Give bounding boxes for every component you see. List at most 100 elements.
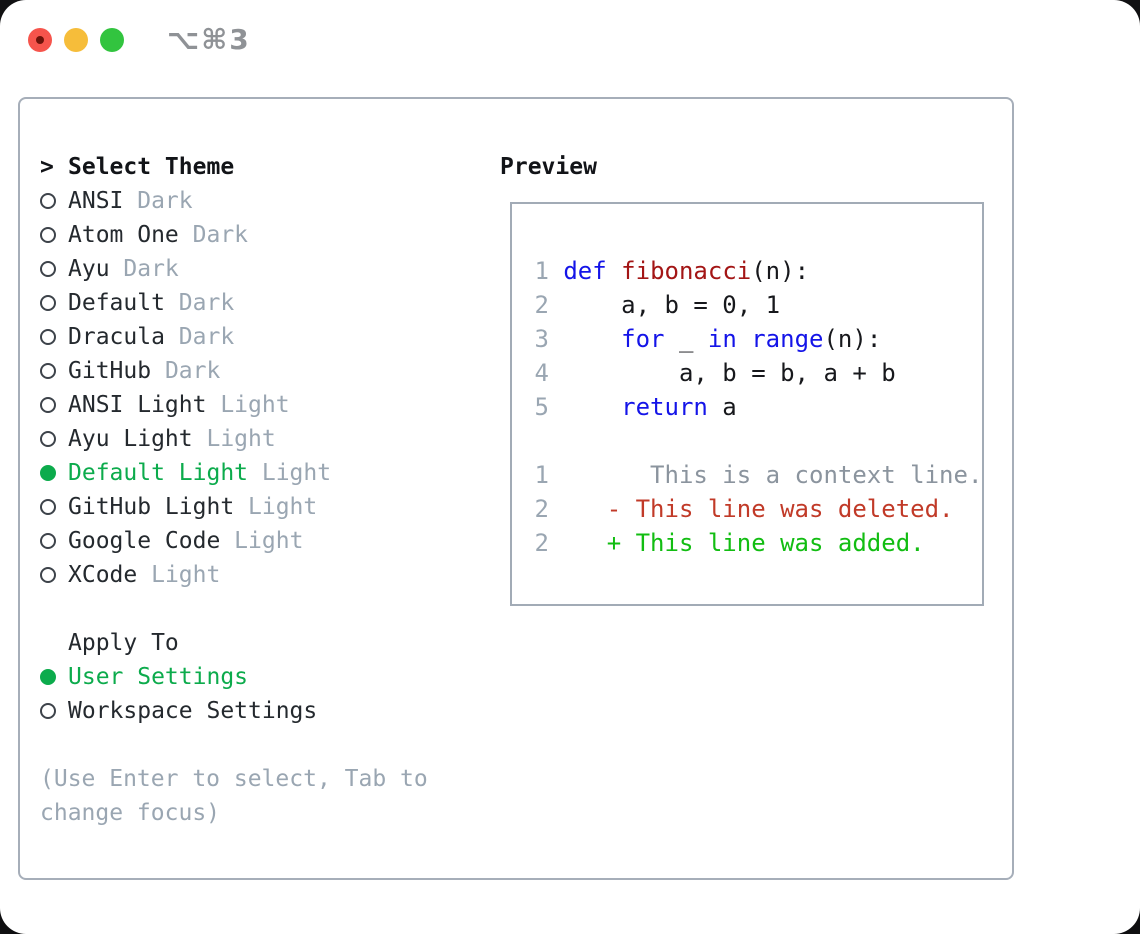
theme-variant: Dark xyxy=(164,324,235,350)
theme-option-atom-one-dark[interactable]: Atom One Dark xyxy=(40,218,476,252)
apply-option-user-settings[interactable]: User Settings xyxy=(40,660,476,694)
prompt-caret-icon: > xyxy=(40,154,54,180)
theme-option-github-dark[interactable]: GitHub Dark xyxy=(40,354,476,388)
line-number: 2 xyxy=(520,291,564,319)
radio-icon xyxy=(40,567,56,583)
theme-name: Ayu Light xyxy=(68,426,193,452)
code-token-code: _ xyxy=(664,325,708,353)
theme-option-xcode-light[interactable]: XCode Light xyxy=(40,558,476,592)
code-line xyxy=(520,424,982,458)
code-token-code: (n): xyxy=(751,257,810,285)
code-token-code xyxy=(563,393,621,421)
code-token-code: a, b = b, a + b xyxy=(563,359,896,387)
line-number: 3 xyxy=(520,325,564,353)
theme-variant: Light xyxy=(137,562,221,588)
close-window-button[interactable] xyxy=(28,28,52,52)
code-token-function: fibonacci xyxy=(621,257,752,285)
theme-option-github-light-light[interactable]: GitHub Light Light xyxy=(40,490,476,524)
theme-name: Google Code xyxy=(68,528,221,554)
code-line: 2 - This line was deleted. xyxy=(520,492,982,526)
theme-option-ansi-light-light[interactable]: ANSI Light Light xyxy=(40,388,476,422)
theme-variant: Light xyxy=(192,426,276,452)
select-theme-header: > Select Theme xyxy=(40,150,476,184)
spacer xyxy=(40,592,476,626)
radio-icon xyxy=(40,533,56,549)
radio-icon xyxy=(40,329,56,345)
line-number: 4 xyxy=(520,359,564,387)
code-token-keyword: in xyxy=(707,325,737,353)
line-number: 1 xyxy=(520,461,564,489)
theme-name: Ayu xyxy=(68,256,110,282)
theme-variant: Dark xyxy=(178,222,249,248)
keyboard-shortcut-label: ⌥⌘3 xyxy=(167,23,251,56)
theme-name: Dracula xyxy=(68,324,165,350)
theme-option-ayu-light-light[interactable]: Ayu Light Light xyxy=(40,422,476,456)
apply-option-label: User Settings xyxy=(68,664,249,690)
code-token-code: (n): xyxy=(823,325,882,353)
radio-icon xyxy=(40,295,56,311)
record-dot-icon xyxy=(36,36,44,44)
code-token-context: This is a context line. xyxy=(563,461,983,489)
line-number xyxy=(520,427,563,455)
theme-variant: Dark xyxy=(109,256,179,282)
code-token-code xyxy=(563,325,621,353)
radio-icon xyxy=(40,363,56,379)
code-token-code xyxy=(607,257,621,285)
radio-icon xyxy=(40,193,56,209)
theme-option-google-code-light[interactable]: Google Code Light xyxy=(40,524,476,558)
radio-icon xyxy=(40,431,56,447)
radio-icon xyxy=(40,397,56,413)
theme-option-dracula-dark[interactable]: Dracula Dark xyxy=(40,320,476,354)
theme-variant: Light xyxy=(248,460,332,486)
minimize-window-button[interactable] xyxy=(64,28,88,52)
theme-option-ayu-dark[interactable]: Ayu Dark xyxy=(40,252,476,286)
code-token-code xyxy=(737,325,751,353)
select-theme-title: Select Theme xyxy=(68,154,235,180)
theme-name: Default Light xyxy=(68,460,249,486)
theme-name: GitHub xyxy=(68,358,152,384)
theme-variant: Dark xyxy=(151,358,221,384)
apply-to-header: Apply To xyxy=(40,626,476,660)
line-number: 1 xyxy=(520,257,564,285)
code-token-code: a xyxy=(707,393,737,421)
code-line: 5 return a xyxy=(520,390,982,424)
spacer xyxy=(40,728,476,762)
zoom-window-button[interactable] xyxy=(100,28,124,52)
theme-variant: Light xyxy=(234,494,318,520)
line-number: 2 xyxy=(520,529,564,557)
radio-icon xyxy=(40,703,56,719)
theme-variant: Dark xyxy=(164,290,235,316)
radio-selected-icon xyxy=(40,465,56,481)
preview-title: Preview xyxy=(500,154,597,180)
theme-name: GitHub Light xyxy=(68,494,235,520)
code-line: 1 def fibonacci(n): xyxy=(520,254,982,288)
theme-option-default-dark[interactable]: Default Dark xyxy=(40,286,476,320)
preview-box: 1 def fibonacci(n): 2 a, b = 0, 1 3 for … xyxy=(510,202,984,606)
radio-icon xyxy=(40,261,56,277)
code-line: 1 This is a context line. xyxy=(520,458,982,492)
radio-selected-icon xyxy=(40,669,56,685)
theme-name: ANSI Light xyxy=(68,392,207,418)
code-token-keyword: def xyxy=(563,257,607,285)
code-token-added: + This line was added. xyxy=(563,529,925,557)
theme-option-ansi-dark[interactable]: ANSI Dark xyxy=(40,184,476,218)
theme-name: XCode xyxy=(68,562,138,588)
radio-icon xyxy=(40,227,56,243)
code-token-keyword: for xyxy=(621,325,665,353)
line-number: 2 xyxy=(520,495,564,523)
theme-option-default-light-light[interactable]: Default Light Light xyxy=(40,456,476,490)
apply-option-workspace-settings[interactable]: Workspace Settings xyxy=(40,694,476,728)
code-preview: 1 def fibonacci(n): 2 a, b = 0, 1 3 for … xyxy=(520,254,982,560)
theme-variant: Light xyxy=(206,392,290,418)
code-line: 3 for _ in range(n): xyxy=(520,322,982,356)
apply-option-label: Workspace Settings xyxy=(68,698,318,724)
hint-text: (Use Enter to select, Tab to change focu… xyxy=(40,766,442,826)
theme-variant: Dark xyxy=(123,188,193,214)
theme-variant: Light xyxy=(220,528,304,554)
code-token-deleted: - This line was deleted. xyxy=(563,495,954,523)
line-number: 5 xyxy=(520,393,564,421)
